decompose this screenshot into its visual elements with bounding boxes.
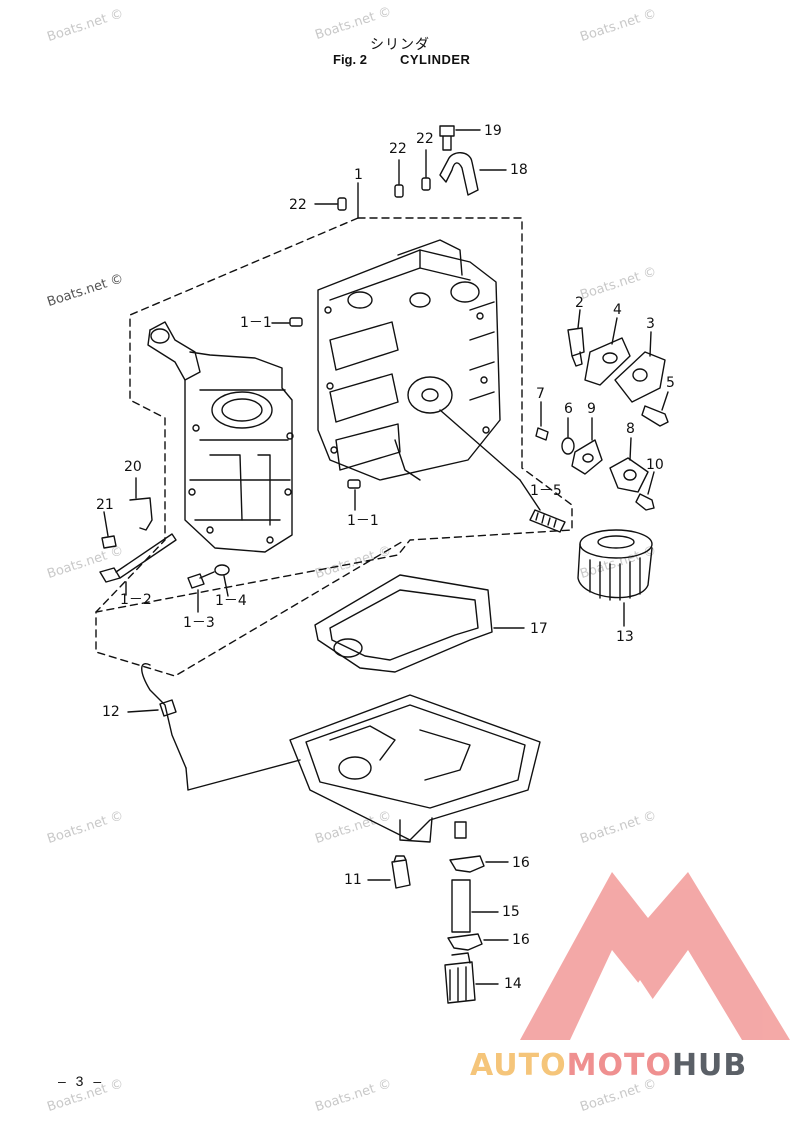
callout-21: 21 bbox=[96, 497, 114, 513]
callout-8: 8 bbox=[626, 421, 635, 437]
callout-3: 3 bbox=[646, 316, 655, 332]
callout-16: 16 bbox=[512, 855, 530, 871]
oil-filter-13 bbox=[577, 529, 653, 601]
bolt-5 bbox=[641, 405, 669, 427]
washer-6 bbox=[561, 437, 575, 455]
callout-2: 2 bbox=[575, 295, 584, 311]
strainer-14 bbox=[444, 952, 476, 1004]
callout-15: 15 bbox=[502, 904, 520, 920]
automotohub-logo-mark bbox=[520, 872, 790, 1040]
callout-17: 17 bbox=[530, 621, 548, 637]
callout-1-4: 1－4 bbox=[215, 593, 247, 609]
callout-22: 22 bbox=[416, 131, 434, 147]
bolt-1-2 bbox=[99, 533, 177, 583]
dowel-pin bbox=[421, 177, 431, 191]
dowel-pin bbox=[394, 184, 404, 198]
title-japanese: シリンダ bbox=[370, 37, 430, 53]
gasket-9 bbox=[571, 439, 603, 475]
gasket-17 bbox=[314, 574, 493, 673]
cover-3 bbox=[614, 351, 666, 403]
callout-1: 1 bbox=[354, 167, 363, 183]
stud-1-5 bbox=[529, 509, 566, 533]
bracket-20 bbox=[129, 497, 153, 531]
bolt-19 bbox=[439, 125, 455, 151]
callout-10: 10 bbox=[646, 457, 664, 473]
bolt-1-3 bbox=[187, 571, 215, 589]
sensor-2 bbox=[567, 327, 585, 367]
cover-8 bbox=[609, 457, 649, 493]
hose-15 bbox=[451, 879, 471, 933]
callout-22: 22 bbox=[389, 141, 407, 157]
clip-16 bbox=[449, 855, 485, 873]
callout-1-2: 1－2 bbox=[120, 592, 152, 608]
bolt-21 bbox=[101, 535, 117, 549]
oil-pan bbox=[289, 694, 541, 843]
callout-1-1: 1－1 bbox=[347, 513, 379, 529]
logo-part-hub: HUB bbox=[671, 1048, 748, 1083]
callout-13: 13 bbox=[616, 629, 634, 645]
crankcase bbox=[147, 321, 294, 553]
callout-16: 16 bbox=[512, 932, 530, 948]
callout-7: 7 bbox=[536, 386, 545, 402]
callout-14: 14 bbox=[504, 976, 522, 992]
callout-12: 12 bbox=[102, 704, 120, 720]
logo-part-auto: AUTO bbox=[470, 1048, 567, 1083]
callout-19: 19 bbox=[484, 123, 502, 139]
clamp-18 bbox=[439, 152, 479, 196]
washer-1-4 bbox=[214, 564, 230, 576]
logo-part-moto: MOTO bbox=[566, 1048, 672, 1083]
callout-1-5: 1－5 bbox=[530, 483, 562, 499]
callout-9: 9 bbox=[587, 401, 596, 417]
callout-20: 20 bbox=[124, 459, 142, 475]
callout-11: 11 bbox=[344, 872, 362, 888]
callout-6: 6 bbox=[564, 401, 573, 417]
automotohub-logo-text: AUTOMOTOHUB bbox=[470, 1048, 747, 1083]
callout-1-1: 1－1 bbox=[240, 315, 272, 331]
assembly-boundary bbox=[95, 217, 359, 613]
callout-1-3: 1－3 bbox=[183, 615, 215, 631]
page-number: – 3 – bbox=[58, 1073, 105, 1089]
callout-4: 4 bbox=[613, 302, 622, 318]
dowel-pin bbox=[337, 197, 347, 211]
callout-18: 18 bbox=[510, 162, 528, 178]
assembly-boundary bbox=[95, 217, 573, 677]
callout-5: 5 bbox=[666, 375, 675, 391]
fitting-11 bbox=[391, 855, 411, 889]
clip-16 bbox=[447, 933, 483, 951]
bolt-7 bbox=[535, 427, 549, 441]
bolt-10 bbox=[635, 493, 655, 511]
callout-22: 22 bbox=[289, 197, 307, 213]
figure-title: CYLINDER bbox=[400, 52, 471, 67]
cylinder-block bbox=[317, 239, 501, 481]
figure-number: Fig. 2 bbox=[333, 52, 367, 67]
gasket-4 bbox=[584, 337, 631, 386]
